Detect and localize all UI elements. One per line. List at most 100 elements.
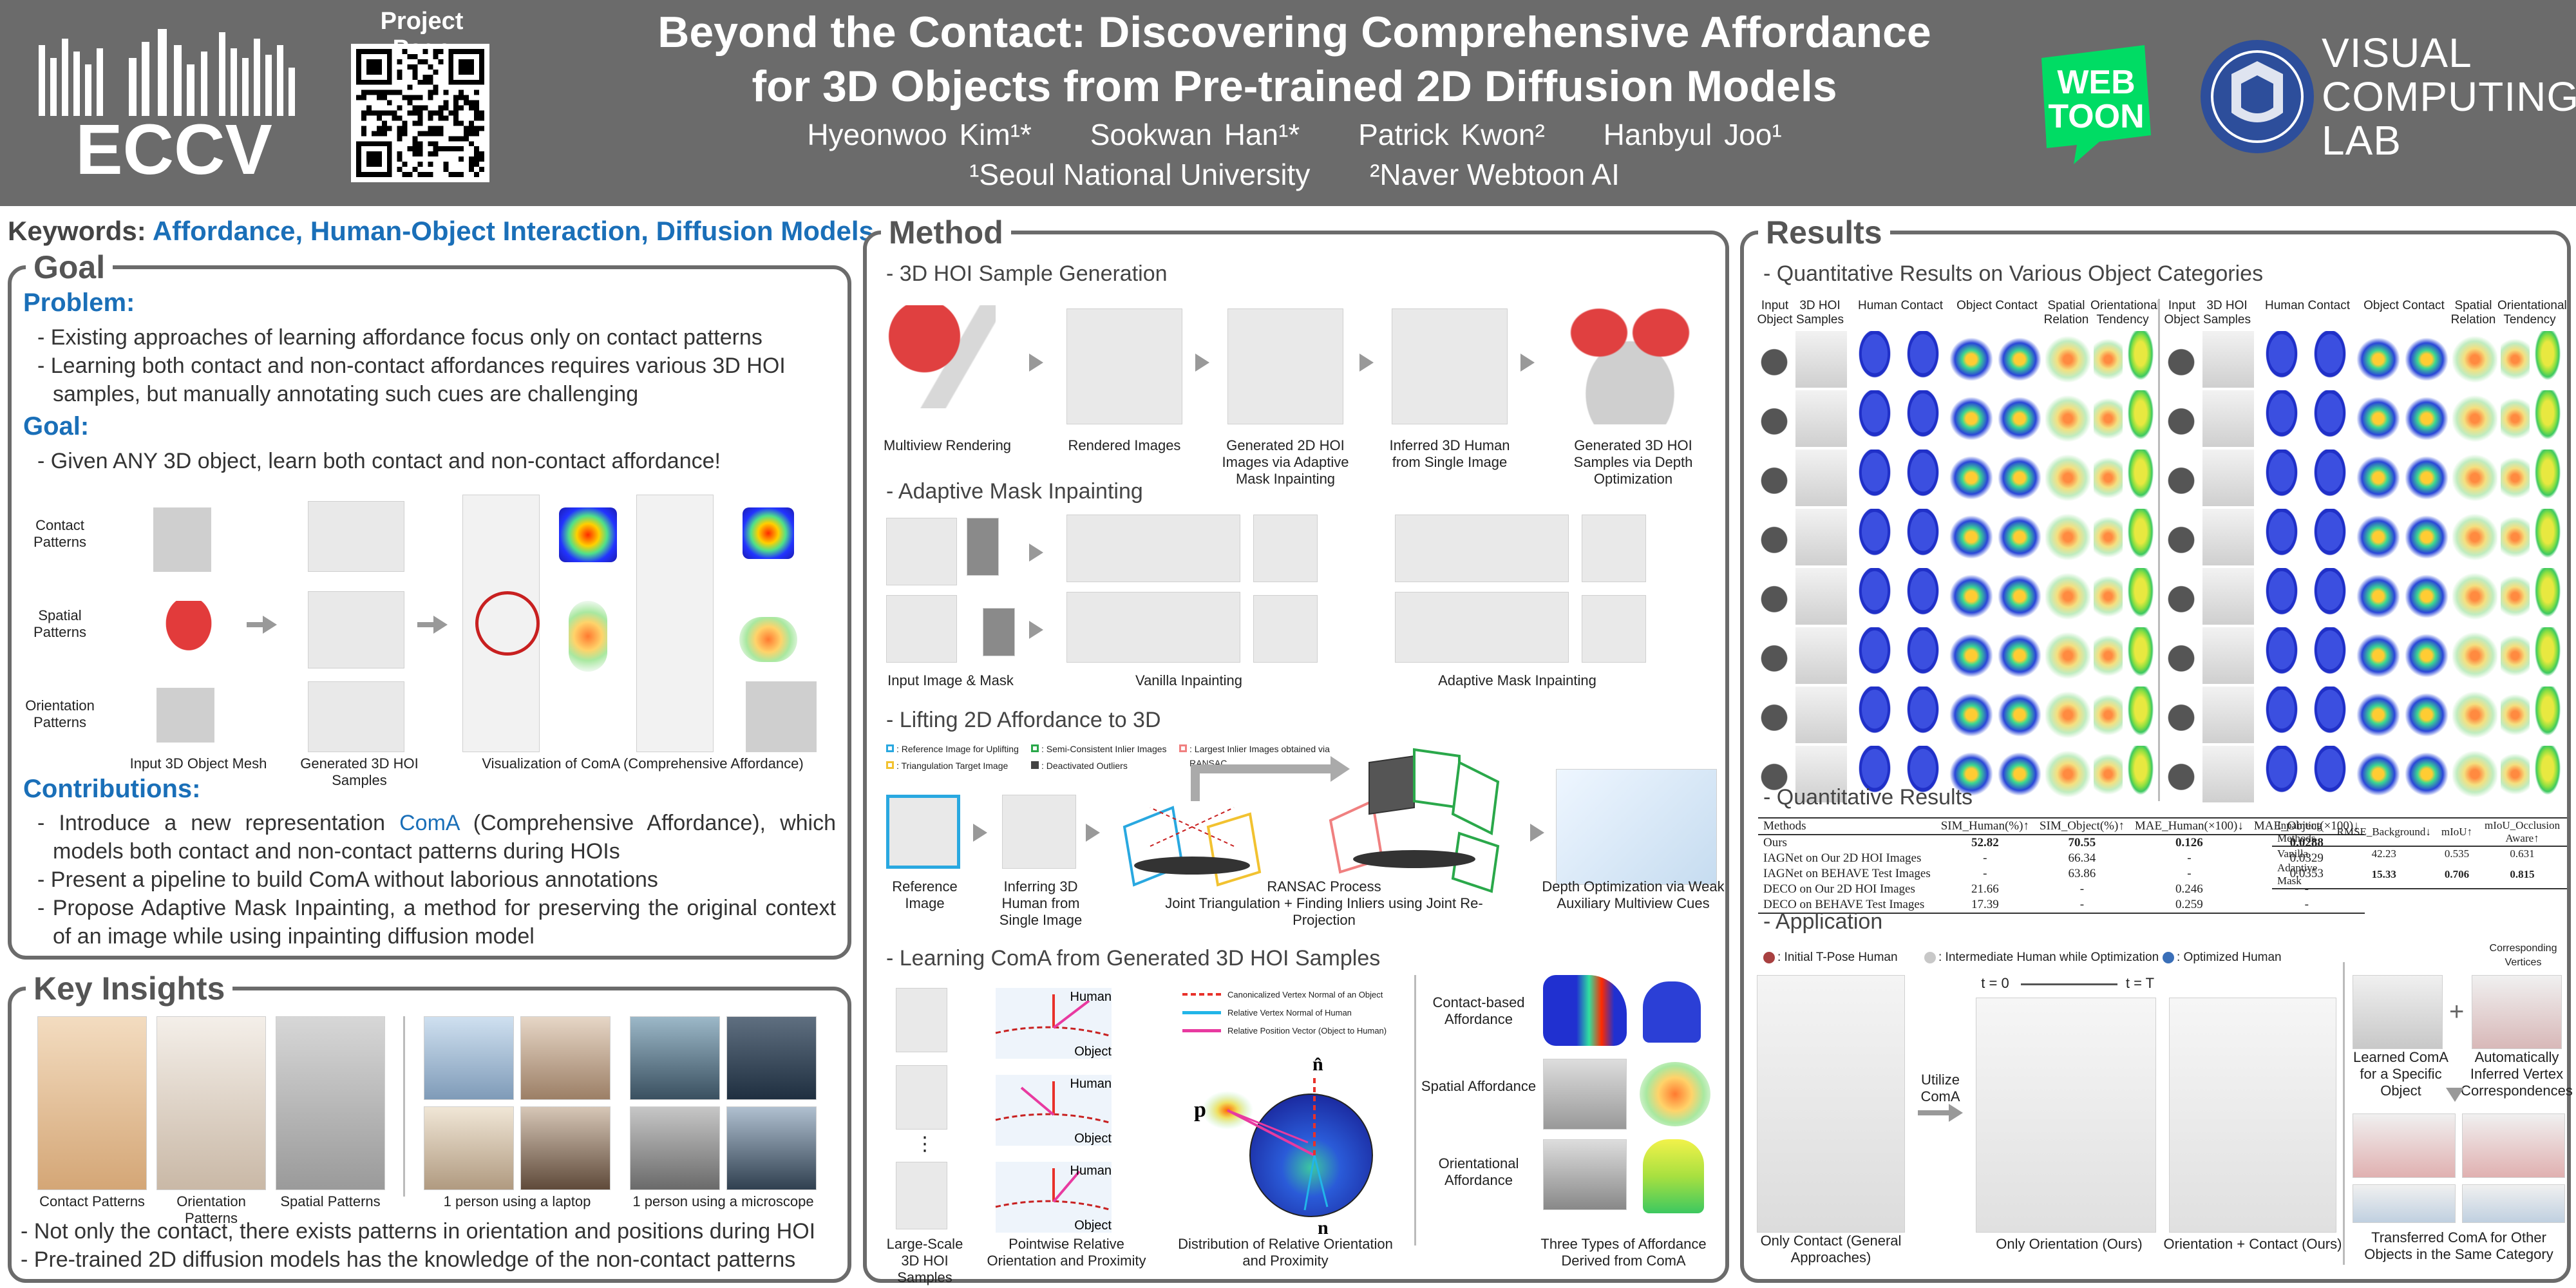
table-row: DECO on Our 2D HOI Images 21.66 - 0.246 … (1758, 882, 2365, 897)
result-cell-hum (1852, 450, 1897, 506)
qr-module (412, 69, 418, 75)
result-cell-spat (2094, 390, 2123, 447)
result-cell-obj (1756, 390, 1793, 447)
project-page-qr-code[interactable] (351, 44, 489, 182)
result-cell-objc (2356, 687, 2401, 743)
laptop-image-2 (520, 1016, 611, 1100)
qr-module (469, 141, 475, 147)
qr-module (397, 151, 402, 157)
qr-module (474, 126, 480, 131)
label-spatial-affordance: Spatial Affordance (1421, 1078, 1537, 1094)
caption-generated-2d-hoi: Generated 2D HOI Images via Adaptive Mas… (1222, 437, 1349, 487)
grid-header-orientational: Orientational Tendency (2497, 299, 2567, 327)
t1-cell: - (2187, 867, 2192, 880)
result-cell-spat (2452, 390, 2497, 447)
microscope-image-3 (630, 1106, 720, 1190)
label-object-3: Object (1074, 1218, 1112, 1233)
depth-optimization-image (1556, 769, 1717, 885)
result-cell-hum (1852, 509, 1897, 565)
inferred-human-image (1002, 795, 1076, 869)
qr-module (469, 156, 475, 162)
result-cell-hum (2307, 627, 2353, 684)
webtoon-logo: WEB TOON (2041, 45, 2151, 164)
qr-module (433, 49, 439, 54)
vanilla-inpainting-row-1 (1066, 515, 1240, 582)
result-cell-hum (2259, 509, 2304, 565)
legend-swatch-semi-consistent (1031, 744, 1039, 752)
result-cell-samp (2202, 331, 2254, 388)
table-row: IAGNet on BEHAVE Test Images - 63.86 - 0… (1758, 866, 2365, 882)
lifting-legend: : Reference Image for Uplifting : Semi-C… (886, 744, 1337, 777)
legend-line-human-normal (1182, 1011, 1221, 1014)
qr-module (453, 172, 459, 177)
goal-bullet-1: - Given ANY 3D object, learn both contac… (37, 449, 721, 473)
contribution-1-pre: - Introduce a new representation (37, 811, 400, 835)
problem-bullet-2: - Learning both contact and non-contact … (37, 354, 786, 406)
input-mask-1 (967, 518, 999, 576)
result-cell-objc (2404, 687, 2449, 743)
t1-header-mae-human: MAE_Human(×100)↓ (2129, 817, 2249, 835)
qr-module (371, 110, 377, 116)
qr-module (443, 100, 449, 106)
legend-object-normal: Canonicalized Vertex Normal of an Object (1227, 990, 1383, 999)
result-cell-hum (2307, 450, 2353, 506)
result-cell-objc (1949, 509, 1994, 565)
qr-module (402, 126, 408, 131)
result-cell-objc (2356, 568, 2401, 625)
arrow-right-icon (1949, 1104, 1963, 1122)
label-object-2: Object (1074, 1132, 1112, 1146)
qr-module (412, 146, 418, 152)
label-orientational-affordance: Orientational Affordance (1438, 1155, 1519, 1188)
qr-module (443, 146, 449, 152)
qr-module (366, 110, 372, 116)
result-cell-spat (2501, 746, 2530, 802)
motorcycle-samples-image (1543, 1059, 1627, 1130)
qr-module (422, 59, 428, 64)
grid-header-spatial: Spatial Relation (2043, 299, 2089, 327)
qr-module (438, 110, 444, 116)
result-cell-hum (1900, 331, 1946, 388)
result-cell-samp (1795, 450, 1847, 506)
qr-module (459, 105, 464, 111)
eccv-logo: ECCV (39, 29, 295, 180)
highlight-circle (475, 591, 540, 656)
result-cell-objc (2356, 450, 2401, 506)
qr-module (397, 156, 402, 162)
utilize-coma-label: Utilize ComA (1920, 1072, 1960, 1104)
author-list: Hyeonwoo Kim¹* Sookwan Han¹* Patrick Kwo… (554, 117, 2035, 152)
arrow-right-icon (1359, 354, 1374, 372)
caption-inferring-3d-human: Inferring 3D Human from Single Image (999, 878, 1083, 928)
result-cell-objc (1949, 687, 1994, 743)
qr-module (361, 110, 366, 116)
result-cell-obj (2163, 627, 2200, 684)
vcl-line-3: LAB (2322, 117, 2401, 164)
umbrella-spatial-heatmap (569, 601, 607, 672)
result-cell-ori (2124, 390, 2157, 447)
t1-cell: 70.55 (2068, 836, 2096, 849)
orientation-distribution-sphere: p n̂ n (1194, 1054, 1373, 1238)
motorcycle-spatial-heatmap (1640, 1062, 1710, 1126)
qr-module (397, 126, 402, 131)
contribution-bullet-3: - Propose Adaptive Mask Inpainting, a me… (37, 896, 836, 949)
vanilla-result-1 (1253, 515, 1318, 582)
result-cell-objc (1949, 627, 1994, 684)
transferred-coma-1 (2353, 1113, 2456, 1178)
horse-contact-heatmap (1543, 975, 1627, 1046)
qr-module (397, 74, 402, 80)
qr-module (381, 90, 387, 95)
caption-adaptive-mask-inpainting: Adaptive Mask Inpainting (1438, 672, 1596, 688)
result-cell-spat (2094, 450, 2123, 506)
grid-header-spatial: Spatial Relation (2450, 299, 2496, 327)
quantitative-table-inpainting: Inpainting Methods RMSE_Background↓ mIoU… (2272, 817, 2567, 889)
qr-module (412, 74, 418, 80)
result-cell-samp (1795, 331, 1847, 388)
qr-module (464, 126, 469, 131)
qr-module (366, 90, 372, 95)
result-cell-samp (2202, 568, 2254, 625)
results-panel: Results - Quantitative Results on Variou… (1740, 214, 2573, 1283)
caption-coma-visualization: Visualization of ComA (Comprehensive Aff… (482, 755, 804, 772)
result-cell-obj (2163, 331, 2200, 388)
result-cell-spat (2045, 509, 2090, 565)
result-cell-objc (2356, 746, 2401, 802)
result-cell-obj (1756, 627, 1793, 684)
